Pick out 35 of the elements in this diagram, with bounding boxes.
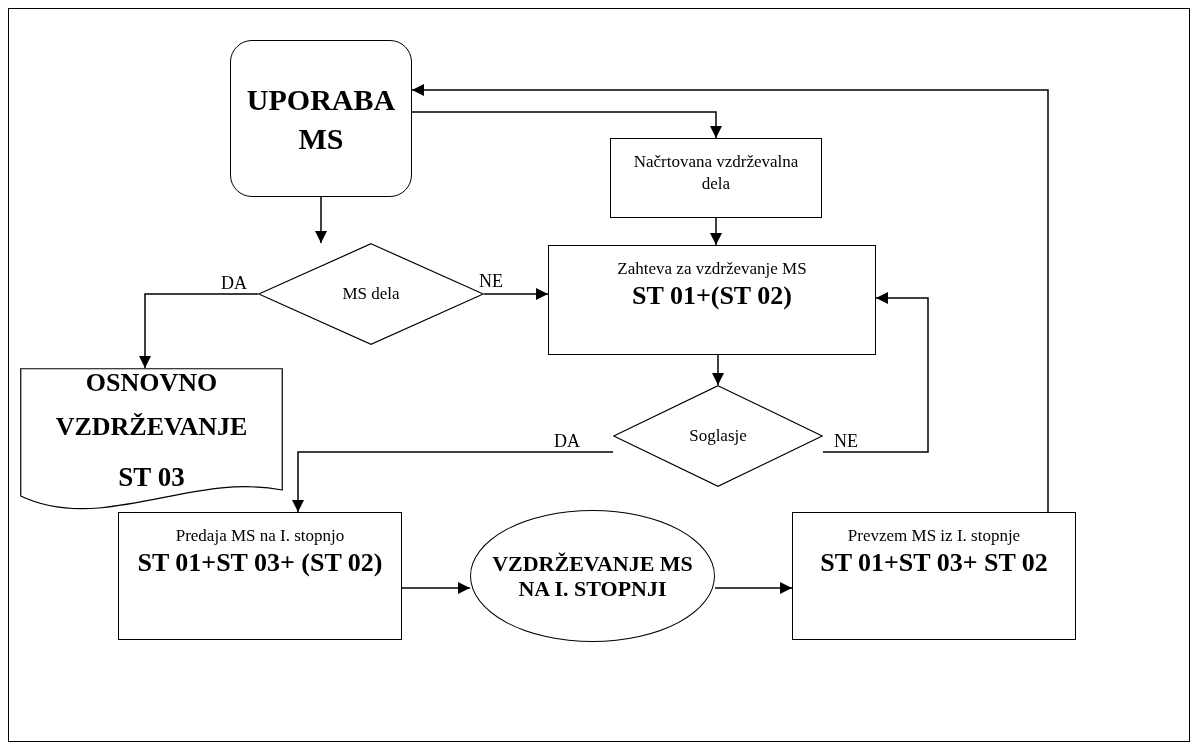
process-box xyxy=(610,138,822,218)
arrow xyxy=(483,288,549,300)
edge-label: NE xyxy=(833,432,859,450)
process-box xyxy=(548,245,876,355)
node-title: UPORABA MS xyxy=(245,81,397,157)
arrow xyxy=(712,354,724,386)
node-label: Predaja MS na I. stopnjo xyxy=(175,525,345,547)
node-title: ST 01+ST 03+ (ST 02) xyxy=(137,547,383,579)
node-title: VZDRŽEVANJE MS NA I. STOPNJI xyxy=(491,550,694,602)
node-title: ST 03 xyxy=(118,461,185,494)
edge-label: DA xyxy=(553,432,581,450)
arrow xyxy=(411,84,1049,513)
node-title: ST 01+(ST 02) xyxy=(632,280,792,312)
node-title: ST 01+ST 03+ ST 02 xyxy=(820,547,1048,579)
node-label: Prevzem MS iz I. stopnje xyxy=(847,525,1021,547)
arrow xyxy=(315,196,327,244)
edge-label: DA xyxy=(220,274,248,292)
decision-diamond xyxy=(613,385,823,487)
arrow xyxy=(714,582,793,594)
arrow xyxy=(411,111,722,139)
process-box xyxy=(230,40,412,197)
arrow xyxy=(822,292,929,453)
node-title: OSNOVNO VZDRŽEVANJE xyxy=(54,366,249,443)
node-label: Soglasje xyxy=(689,424,747,447)
process-box xyxy=(792,512,1076,640)
node-label: Načrtovana vzdrževalna dela xyxy=(632,151,800,196)
arrow xyxy=(710,217,722,246)
process-box xyxy=(118,512,402,640)
arrow xyxy=(292,451,614,513)
edge-label: NE xyxy=(478,272,504,290)
arrow xyxy=(139,293,259,369)
arrow xyxy=(401,582,471,594)
document-shape xyxy=(20,368,283,510)
node-label: Zahteva za vzdrževanje MS xyxy=(617,258,807,280)
node-label: MS dela xyxy=(342,282,400,305)
